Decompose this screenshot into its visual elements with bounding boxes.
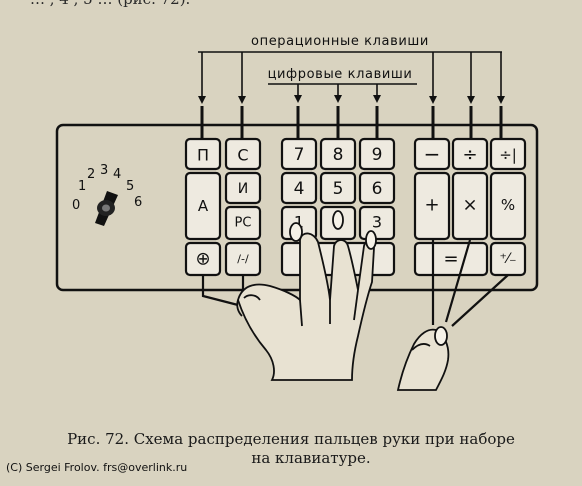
key-5[interactable]: 5: [319, 171, 357, 205]
percent-icon: %: [501, 196, 515, 214]
key-7[interactable]: 7: [280, 137, 318, 171]
key-plus-minus[interactable]: ⁺⁄₋: [489, 241, 527, 277]
digit-keys-label: цифровые клавиши: [268, 67, 413, 82]
equals-icon: =: [443, 249, 458, 270]
key-a-label: А: [198, 197, 209, 215]
key-divide-bar[interactable]: ÷|: [489, 137, 527, 171]
key-6-label: 6: [372, 179, 383, 199]
key-p-label: П: [197, 146, 209, 165]
dial-number-0: 0: [72, 198, 80, 213]
key-7-label: 7: [294, 145, 305, 165]
digit-arrowheads: [294, 95, 381, 103]
left-hand-illustration: [237, 210, 377, 381]
dial-number-3: 3: [100, 163, 108, 178]
minus-icon: −: [424, 142, 441, 166]
key-percent[interactable]: %: [489, 171, 527, 241]
key-8[interactable]: 8: [319, 137, 357, 171]
rotary-dial: 0 1 2 3 4 5 6: [72, 163, 142, 226]
dial-number-5: 5: [126, 179, 134, 194]
circle-plus-icon: ⊕: [195, 249, 210, 270]
copyright-notice: (C) Sergei Frolov. frs@overlink.ru: [6, 461, 188, 474]
key-5-label: 5: [333, 179, 344, 199]
key-s[interactable]: С: [224, 137, 262, 171]
key-3-label: 3: [372, 213, 382, 232]
key-p[interactable]: П: [184, 137, 222, 171]
key-rs[interactable]: РС: [224, 205, 262, 241]
divide-icon: ÷: [462, 145, 477, 166]
dial-number-6: 6: [134, 195, 142, 210]
calculator-body: [55, 123, 539, 292]
key-a[interactable]: А: [184, 171, 222, 241]
key-9-label: 9: [372, 145, 383, 165]
key-6[interactable]: 6: [358, 171, 396, 205]
key-multiply[interactable]: ×: [451, 171, 489, 241]
figure-caption-line2: на клавиатуре.: [251, 449, 371, 467]
left-thumb-stroke: [236, 299, 243, 317]
dial-number-1: 1: [78, 179, 86, 194]
key-4-label: 4: [294, 179, 305, 199]
key-sign-change-label: /-/: [237, 253, 249, 266]
plus-icon: +: [424, 195, 439, 216]
key-3[interactable]: 3: [358, 205, 396, 241]
dial-number-2: 2: [87, 167, 95, 182]
key-8-label: 8: [333, 145, 344, 165]
key-9[interactable]: 9: [358, 137, 396, 171]
key-equals[interactable]: =: [413, 241, 489, 277]
figure-caption-line1: Рис. 72. Схема распределения пальцев рук…: [67, 430, 515, 448]
key-1-label: 1: [294, 213, 304, 232]
key-i[interactable]: И: [224, 171, 262, 205]
plus-minus-icon: ⁺⁄₋: [499, 251, 516, 267]
finger-guide-lines: [201, 239, 509, 327]
key-divide[interactable]: ÷: [451, 137, 489, 171]
right-hand-illustration: [396, 326, 450, 391]
key-i-label: И: [238, 181, 248, 197]
key-circle-plus[interactable]: ⊕: [184, 241, 222, 277]
operational-arrowheads: [198, 96, 505, 104]
key-minus[interactable]: −: [413, 137, 451, 171]
key-4[interactable]: 4: [280, 171, 318, 205]
operational-bracket: [198, 51, 502, 98]
key-plus[interactable]: +: [413, 171, 451, 241]
key-sign-change[interactable]: /-/: [224, 241, 262, 277]
divide-bar-icon: ÷|: [499, 146, 517, 164]
top-text-fragment: … , 4 , 5 … (рис. 72).: [30, 0, 190, 8]
multiply-icon: ×: [462, 195, 477, 216]
operational-keys-label: операционные клавиши: [251, 34, 429, 49]
dial-number-4: 4: [113, 167, 121, 182]
key-s-label: С: [237, 146, 248, 165]
key-rs-label: РС: [235, 216, 252, 231]
digit-bracket: [268, 83, 417, 98]
dial-knob-icon: [95, 191, 118, 226]
